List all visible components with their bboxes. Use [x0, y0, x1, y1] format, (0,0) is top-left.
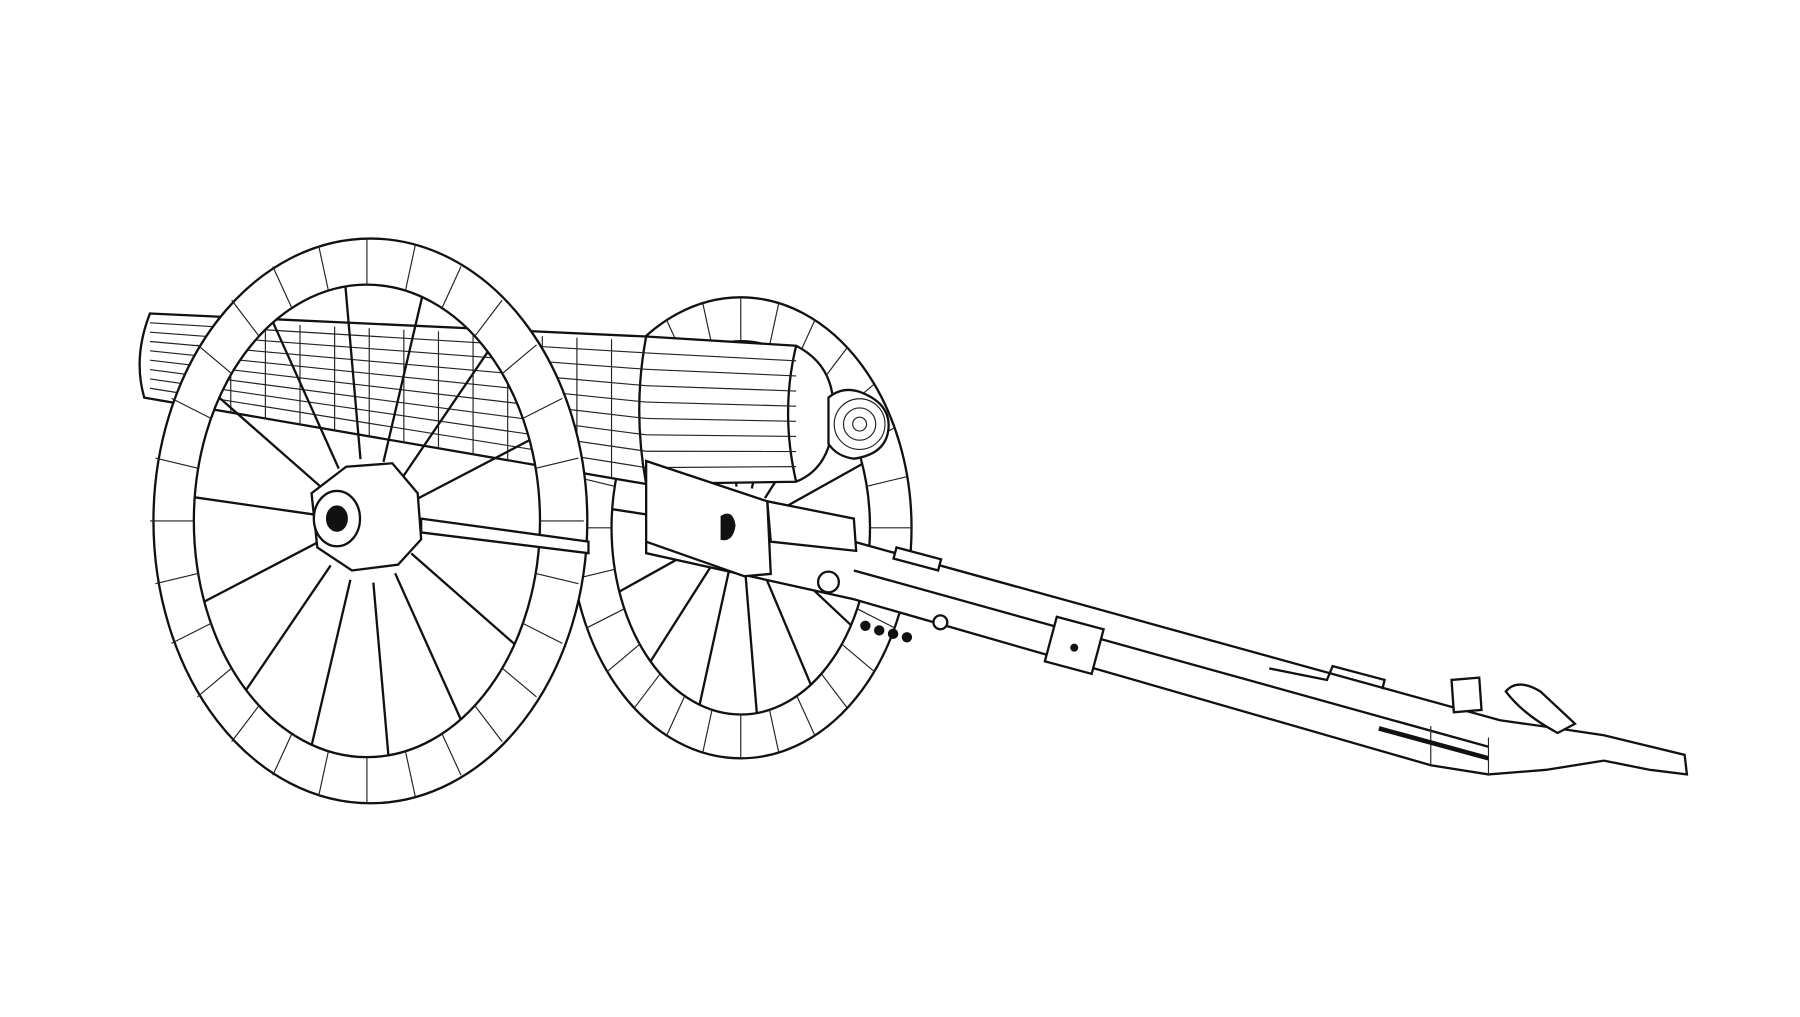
wheel-spoke	[395, 573, 461, 719]
wheel-spoke	[246, 565, 331, 690]
wheel-spoke	[411, 553, 514, 644]
wheel-spoke	[312, 580, 351, 745]
wheel-spoke	[195, 497, 316, 514]
wheel-spoke	[204, 542, 318, 601]
wheel-spoke	[373, 583, 388, 756]
